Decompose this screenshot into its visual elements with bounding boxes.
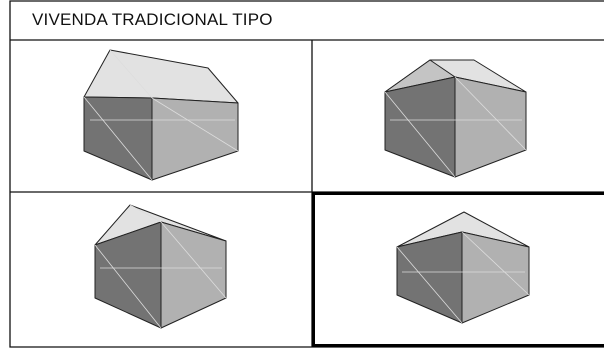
wall-left bbox=[384, 76, 456, 178]
wall-left bbox=[396, 231, 463, 324]
wall-right bbox=[160, 221, 227, 329]
outer-frame-border bbox=[9, 0, 604, 348]
hidden-lines bbox=[396, 231, 530, 324]
hidden-lines bbox=[83, 49, 239, 181]
house-gable-bottom-left bbox=[94, 204, 227, 329]
house-hipped-top-right bbox=[384, 59, 527, 178]
hidden-lines bbox=[384, 76, 527, 178]
house-gable-top-left bbox=[83, 49, 239, 181]
wall-right bbox=[454, 76, 527, 178]
wall-right bbox=[151, 97, 239, 181]
wall-right bbox=[461, 231, 530, 324]
hidden-lines bbox=[94, 204, 227, 329]
roof-face bbox=[83, 49, 239, 104]
house-pyramid-bottom-right bbox=[396, 211, 530, 324]
sheet-title: VIVENDA TRADICIONAL TIPO bbox=[32, 10, 273, 29]
selected-panel-highlight bbox=[312, 192, 604, 347]
